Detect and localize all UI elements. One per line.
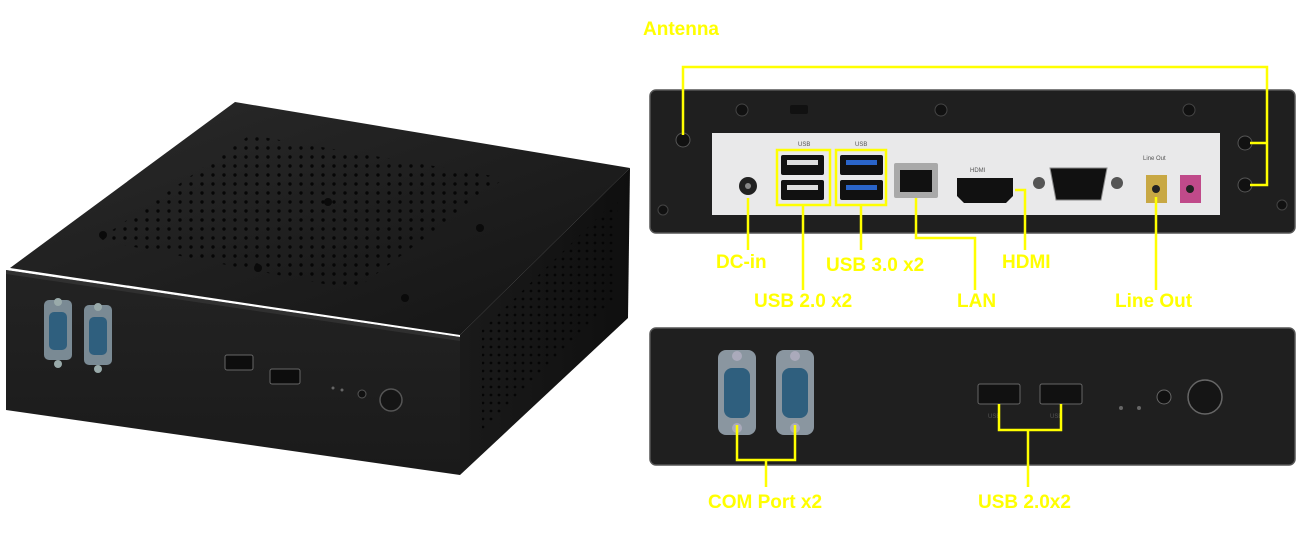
screw-icon bbox=[934, 103, 948, 117]
antenna-hole-icon bbox=[1237, 135, 1253, 151]
db9-port-icon bbox=[44, 298, 72, 368]
line-out-legend: Line Out bbox=[1143, 156, 1166, 162]
hdmi-rear-legend: HDMI bbox=[970, 168, 986, 174]
antenna-hole-icon bbox=[675, 132, 691, 148]
led-icon bbox=[1137, 406, 1141, 410]
screw-icon bbox=[476, 224, 484, 232]
hdmi-label: HDMI bbox=[1002, 252, 1051, 273]
antenna-hole-icon bbox=[1237, 177, 1253, 193]
power-button-icon bbox=[1187, 379, 1223, 415]
vga-port-icon bbox=[1049, 167, 1108, 201]
screw-icon bbox=[1033, 177, 1045, 189]
usb-port-icon bbox=[269, 368, 301, 385]
screw-icon bbox=[99, 231, 107, 239]
usb3-label: USB 3.0 x2 bbox=[826, 255, 925, 276]
led-icon bbox=[357, 389, 367, 399]
db9-port-icon bbox=[718, 350, 756, 435]
front-panel: USB USB bbox=[649, 327, 1296, 466]
chassis-top-vent bbox=[98, 135, 505, 290]
lan-label: LAN bbox=[957, 291, 997, 312]
dc-in-label: DC-in bbox=[716, 252, 767, 273]
rear-callout-lines bbox=[681, 65, 1269, 290]
usb-front-legend-2: USB bbox=[1050, 414, 1062, 420]
hdmi-port-icon bbox=[957, 178, 1013, 203]
screw-icon bbox=[735, 103, 749, 117]
screw-icon bbox=[1276, 199, 1288, 211]
usb-front-legend-1: USB bbox=[988, 414, 1000, 420]
screw-icon bbox=[1111, 177, 1123, 189]
screw-icon bbox=[324, 198, 332, 206]
usb2-rear-label: USB 2.0 x2 bbox=[754, 291, 853, 312]
usb-port-icon bbox=[1039, 383, 1083, 405]
usb-port-icon bbox=[977, 383, 1021, 405]
led-icon bbox=[1156, 389, 1172, 405]
chassis-3d-view bbox=[6, 102, 630, 475]
rear-panel: USB USB HDMI Line Out bbox=[649, 89, 1296, 234]
led-icon bbox=[340, 388, 344, 392]
db9-port-icon bbox=[776, 350, 814, 435]
db9-port-icon bbox=[84, 303, 112, 373]
screw-icon bbox=[254, 264, 262, 272]
usb-rear-legend: USB bbox=[798, 142, 810, 148]
antenna-label: Antenna bbox=[643, 19, 719, 40]
usb-port-icon bbox=[224, 354, 254, 371]
usb2-front-label: USB 2.0x2 bbox=[978, 492, 1071, 513]
screw-icon bbox=[1182, 103, 1196, 117]
usb3-rear-legend: USB bbox=[855, 142, 867, 148]
screw-icon bbox=[657, 204, 669, 216]
lock-slot-icon bbox=[790, 105, 808, 114]
led-icon bbox=[1119, 406, 1123, 410]
line-out-label: Line Out bbox=[1115, 291, 1193, 312]
led-icon bbox=[331, 386, 335, 390]
front-callout-lines bbox=[735, 404, 1063, 487]
chassis-side-vent bbox=[482, 198, 618, 430]
power-button-icon bbox=[379, 388, 403, 412]
screw-icon bbox=[401, 294, 409, 302]
com-port-label: COM Port x2 bbox=[708, 492, 823, 513]
